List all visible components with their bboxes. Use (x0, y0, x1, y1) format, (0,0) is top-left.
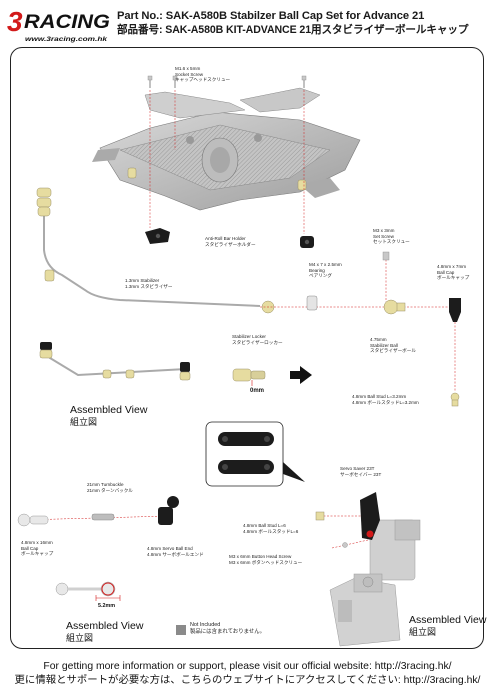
logo-wordmark: RACING (24, 12, 110, 33)
label-socket-screw: M1.6 x 5mm Socket Screw キャップヘッドスクリュー (175, 66, 231, 83)
assembled-view-2: Assembled View 組立図 (66, 620, 144, 643)
label-ball-cap-16mm: 4.8mm x 16mm Ball Cap ボールキャップ (21, 540, 54, 557)
right-arrow-icon (290, 366, 312, 384)
socket-screw-group (147, 75, 307, 234)
instruction-frame (10, 47, 484, 649)
3racing-logo: 3 RACING www.3racing.com.hk (5, 6, 113, 43)
anti-roll-bar-holders (145, 228, 314, 248)
label-stabilizer-locker: Stabilizer Locker スタビライザーロッカー (232, 334, 283, 345)
zero-gap-detail (232, 366, 312, 386)
assembled-stabilizer-left (39, 342, 191, 381)
gap-zero-mm: 0mm (250, 388, 265, 394)
label-ball-stud-3-2: 4.8mm Ball Stud L=3.2mm 4.8mm ボールスタッドL=3… (352, 394, 419, 405)
footer-english: For getting more information or support,… (43, 661, 452, 672)
logo-website: www.3racing.com.hk (25, 36, 108, 43)
link-plates-inset (205, 421, 305, 487)
label-servo-saver: Servo Saver 23T サーボセイバー 23T (340, 466, 382, 477)
label-turnbuckle: 21mm Turnbuckle 21mm ターンバックル (87, 482, 133, 493)
not-included-note: Not Included 製品には含まれておりません。 (190, 622, 265, 635)
title-english: Part No.: SAK-A580B Stabilzer Ball Cap S… (117, 10, 425, 22)
assembled-view-3: Assembled View 組立図 (409, 614, 487, 637)
chassis-illustration (92, 87, 361, 211)
label-stabilizer-ball: 4.75mm Stabilizer Ball スタビライザーボール (370, 337, 416, 354)
label-ball-cap-7mm: 4.8mm x 7mm Ball Cap ボールキャップ (437, 264, 470, 281)
page-title: Part No.: SAK-A580B Stabilzer Ball Cap S… (117, 9, 469, 37)
stabilizer-left-top (36, 187, 275, 314)
label-ball-stud-6: 4.8mm Ball Stud L=6 4.8mm ボールスタッドL=6 (243, 523, 299, 534)
logo-digit: 3 (7, 6, 23, 37)
turnbuckle-linkage (17, 496, 179, 527)
label-button-head-screw: M3 x 6mm Button Head Screw M3 x 6mm ボタンヘ… (229, 554, 303, 565)
footer-japanese: 更に情報とサポートが必要な方は、こちらのウェブサイトにアクセスしてください: h… (14, 675, 481, 686)
assembled-servo (329, 573, 401, 647)
title-japanese: 部品番号: SAK-A580B KIT-ADVANCE 21用スタビライザーボー… (117, 24, 469, 36)
label-servo-ball-end: 4.8mm Servo Ball End 4.8mm サーボボールエンド (147, 546, 204, 557)
label-set-screw: M3 x 3mm Set Screw セットスクリュー (373, 228, 410, 245)
servo-saver-group (315, 492, 421, 581)
label-stabilizer: 1.3mm Stabilizer 1.3mm スタビライザー (125, 278, 173, 289)
assembled-view-1: Assembled View 組立図 (70, 404, 148, 427)
label-bearing: M4 x 7 x 2.5mm Bearing ベアリング (309, 262, 342, 279)
assembled-link-bottom (55, 581, 121, 601)
not-included-swatch (176, 625, 186, 635)
label-anti-roll-bar-holder: Anti-Roll Bar Holder スタビライザーホルダー (205, 236, 256, 247)
exploded-ball-parts (260, 251, 461, 407)
gap-5-2-mm: 5.2mm (98, 603, 116, 609)
